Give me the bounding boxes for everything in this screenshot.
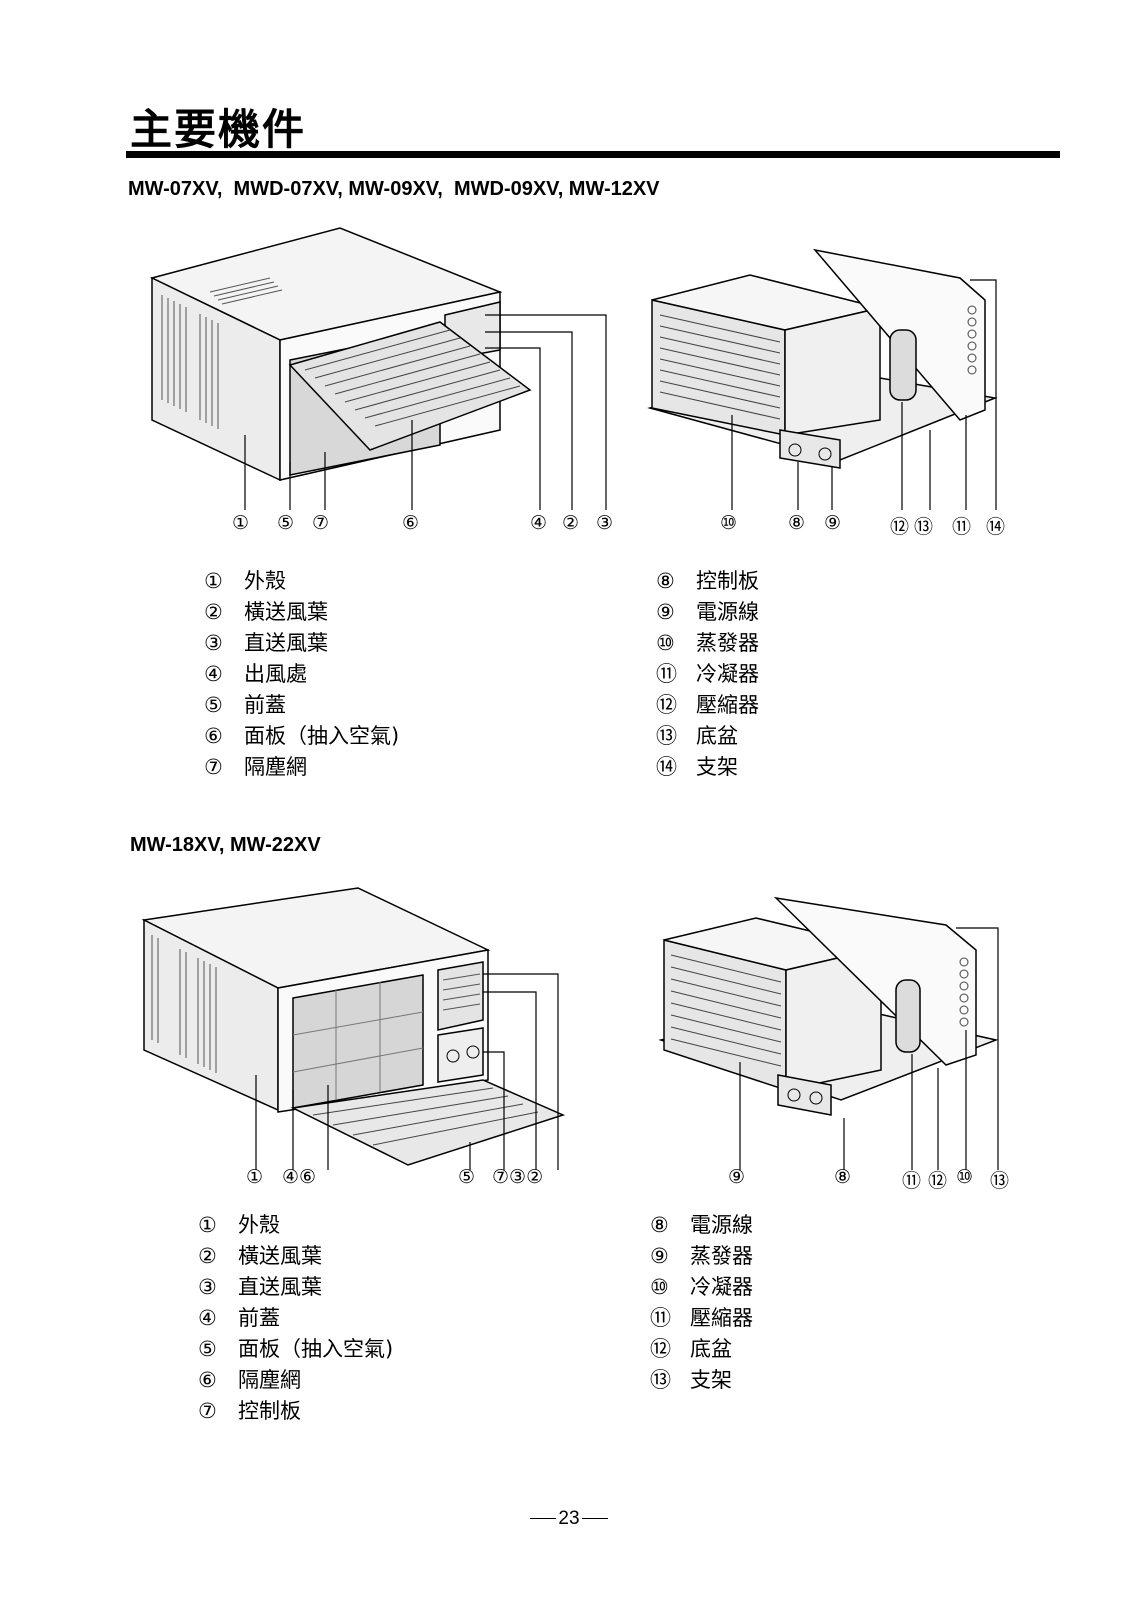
- ac-unit-large-exterior-illustration: [141, 887, 566, 1170]
- callout: ⑪: [902, 1170, 922, 1192]
- page-number-dash-right: [581, 1518, 608, 1520]
- title-rule: [126, 151, 1060, 158]
- callout: ⑩: [720, 512, 738, 534]
- ac-unit-large-chassis-illustration: [658, 896, 999, 1170]
- callout: ⑩: [956, 1166, 974, 1188]
- page-number-dash-left: [530, 1518, 557, 1520]
- callout: ⑭: [986, 516, 1006, 538]
- callout: ⑫: [890, 516, 910, 538]
- callout: ④⑥: [282, 1166, 317, 1188]
- callout: ③: [596, 512, 614, 534]
- page-number: 23: [0, 1508, 1138, 1530]
- callout: ⑧: [834, 1166, 852, 1188]
- callout: ⑬: [914, 516, 934, 538]
- callout: ⑧: [788, 512, 806, 534]
- callout: ⑤: [458, 1166, 476, 1188]
- callout: ⑪: [952, 516, 972, 538]
- section2-models: MW-18XV, MW-22XV: [130, 834, 321, 856]
- callout: ④: [530, 512, 548, 534]
- callout: ⑨: [824, 512, 842, 534]
- section1-models: MW-07XV, MWD-07XV, MW-09XV, MWD-09XV, MW…: [128, 178, 660, 200]
- callout: ②: [562, 512, 580, 534]
- callout: ⑬: [990, 1170, 1010, 1192]
- callout: ⑥: [402, 512, 420, 534]
- callout: ⑤: [277, 512, 295, 534]
- callout: ⑫: [928, 1170, 948, 1192]
- callout: ⑦③②: [492, 1166, 544, 1188]
- callout: ①: [232, 512, 250, 534]
- callout: ⑨: [728, 1166, 746, 1188]
- ac-unit-chassis-illustration: [647, 248, 998, 510]
- page-title: 主要機件: [130, 105, 307, 154]
- callout: ①: [246, 1166, 264, 1188]
- callout: ⑦: [312, 512, 330, 534]
- ac-unit-exterior-illustration: [149, 227, 607, 510]
